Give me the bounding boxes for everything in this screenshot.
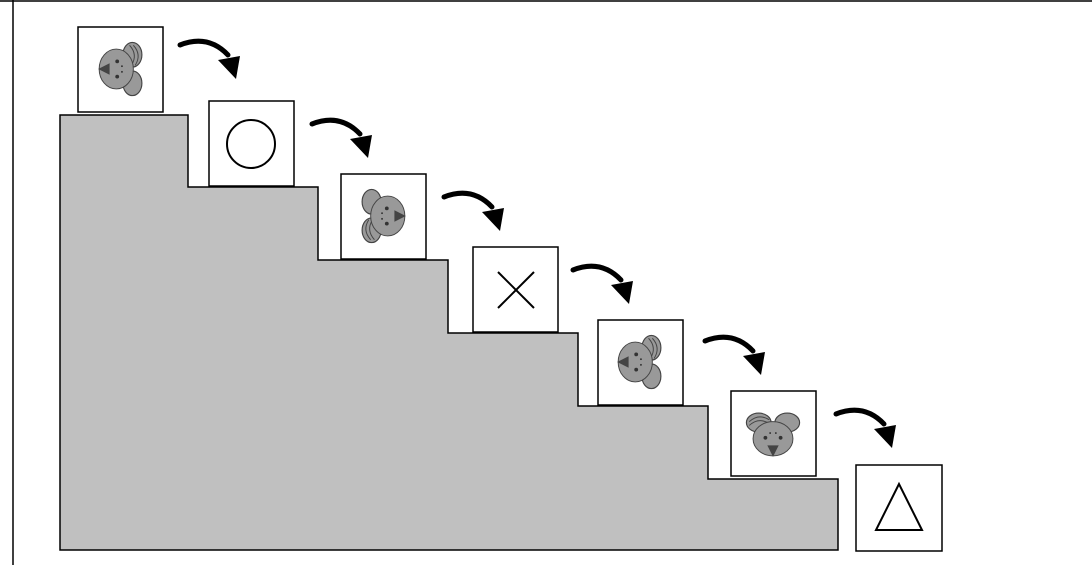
step-1-koala-card	[77, 26, 164, 113]
arrow-5	[702, 334, 765, 375]
triangle-icon	[874, 481, 924, 531]
staircase	[59, 114, 839, 551]
arrow-1	[177, 38, 240, 79]
step-3-koala-card	[340, 173, 427, 260]
circle-icon	[226, 119, 276, 169]
arrow-4	[570, 263, 633, 304]
cross-icon	[497, 271, 535, 309]
step-5-koala-card	[597, 319, 684, 406]
arrow-6	[833, 407, 896, 448]
step-4-cross-card	[472, 246, 559, 333]
step-6-koala-card	[730, 390, 817, 477]
step-7-triangle-card	[855, 464, 943, 552]
step-2-circle-card	[208, 100, 295, 187]
arrow-2	[309, 117, 372, 158]
arrow-3	[441, 190, 504, 231]
